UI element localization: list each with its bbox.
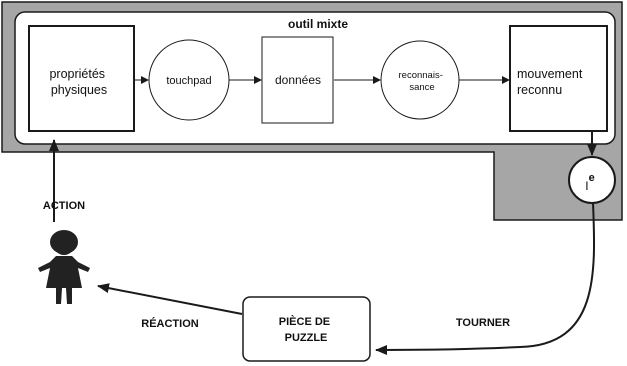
node-piece-line2: PUZZLE xyxy=(285,332,328,344)
node-reconnaissance-line1: reconnais- xyxy=(399,70,443,81)
node-proprietes-line1: propriétés xyxy=(49,67,105,81)
node-mouvement-line1: mouvement xyxy=(517,67,583,81)
node-donnees-label: données xyxy=(275,73,321,87)
node-ie-superscript: e xyxy=(589,172,595,184)
edge-label-tourner: TOURNER xyxy=(456,317,510,329)
node-reconnaissance-line2: sance xyxy=(409,82,434,93)
node-ie-base: I xyxy=(585,179,588,193)
edge-label-action: ACTION xyxy=(43,200,85,212)
node-mouvement-line2: reconnu xyxy=(517,83,562,97)
svg-text:PIÈCE DE PUZZLE: PIÈCE DE PUZZLE xyxy=(279,315,333,344)
edge-label-reaction: RÉACTION xyxy=(141,317,199,330)
node-mouvement-reconnu xyxy=(509,25,608,132)
svg-text:propriétés physiques: propriétés physiques xyxy=(49,67,108,97)
edge-ie-piece xyxy=(375,202,596,355)
node-ie xyxy=(568,156,616,204)
node-ie-label: Ie xyxy=(585,172,594,193)
svg-text:mouvement reconnu: mouvement reconnu xyxy=(517,67,586,97)
edge-piece-figure xyxy=(97,283,243,315)
node-proprietes-physiques xyxy=(28,25,135,132)
node-piece-de-puzzle xyxy=(242,296,371,362)
svg-text:reconnais- sance: reconnais- sance xyxy=(399,70,446,93)
node-donnees xyxy=(261,36,334,124)
node-touchpad-label: touchpad xyxy=(166,75,211,87)
node-piece-line1: PIÈCE DE xyxy=(279,315,330,328)
child-figure-icon xyxy=(38,230,90,304)
node-proprietes-line2: physiques xyxy=(51,83,107,97)
outil-mixte-title: outil mixte xyxy=(288,17,348,31)
